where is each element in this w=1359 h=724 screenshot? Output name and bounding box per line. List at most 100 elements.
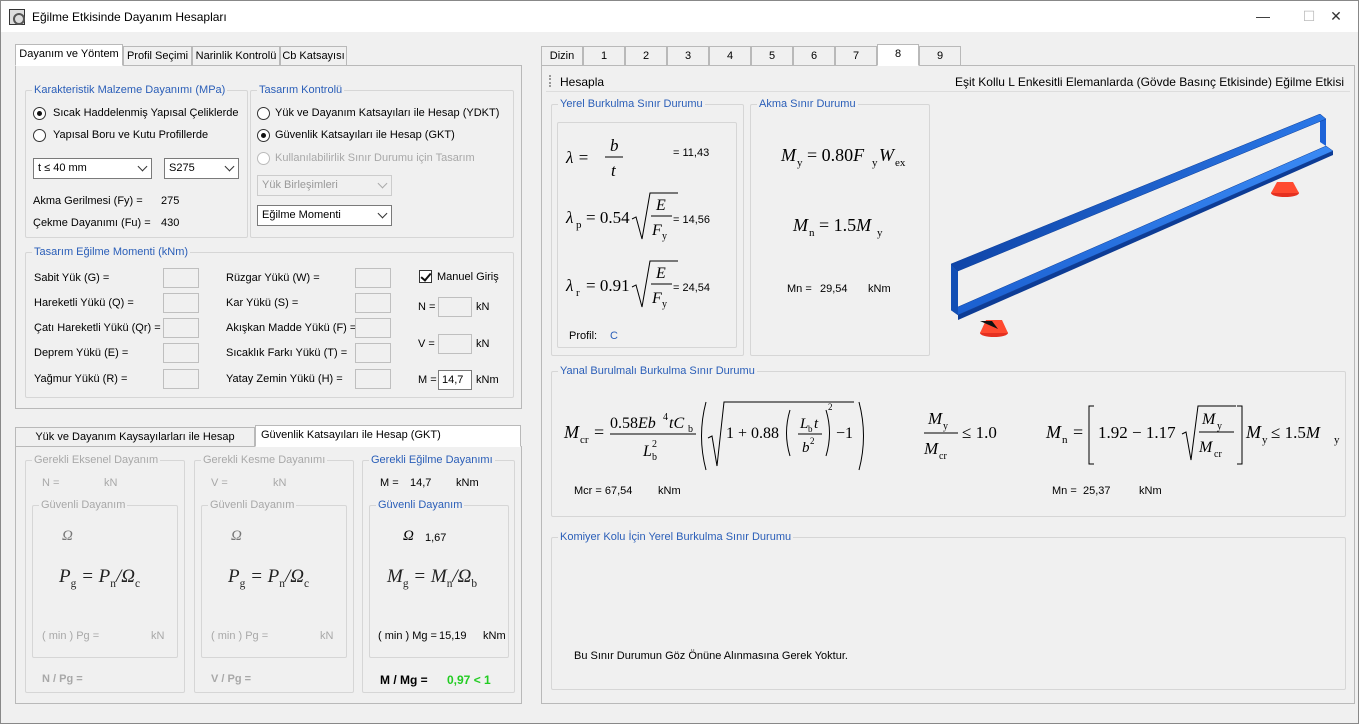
hot-rolled-radio[interactable] [33, 107, 46, 120]
load-combination-select[interactable]: Yük Birleşimleri [257, 175, 392, 196]
tab-ydkt[interactable]: Yük ve Dayanım Kaysayılarları ile Hesap … [15, 427, 255, 461]
design-moment-group: Tasarım Eğilme Momenti (kNm) Sabit Yük (… [25, 246, 514, 398]
bending-formula-lhs-sub: g [402, 577, 409, 590]
tab-profil-secimi[interactable]: Profil Seçimi [123, 46, 192, 66]
maximize-button[interactable]: ☐ [1302, 8, 1316, 24]
svg-text:cr: cr [1214, 449, 1222, 460]
my-formula: M y = 0.80F y W ex [780, 145, 906, 169]
tab-dayanim-yontem[interactable]: Dayanım ve Yöntem [15, 44, 123, 66]
n-label: N = [418, 301, 436, 313]
axial-formula-rhs: P [98, 566, 111, 587]
yield-mn-label: Mn = [787, 283, 812, 295]
tube-profile-label: Yapısal Boru ve Kutu Profillerde [53, 129, 209, 141]
material-group: Karakteristik Malzeme Dayanımı (MPa) Sıc… [25, 84, 248, 238]
close-button[interactable]: ✕ [1330, 8, 1342, 24]
svg-text:t: t [611, 161, 617, 180]
svg-text:M: M [780, 145, 797, 165]
snow-load-input[interactable] [355, 293, 391, 313]
live-load-input[interactable] [163, 293, 199, 313]
svg-text:2: 2 [828, 402, 833, 412]
lambda-r-formula: λ r = 0.91 E F y [565, 260, 678, 310]
bending-min-unit: kNm [483, 630, 506, 642]
svg-text:n: n [809, 227, 815, 239]
m-label: M = [418, 374, 437, 386]
calculate-button[interactable]: Hesapla [560, 75, 605, 89]
svg-text:L: L [799, 416, 808, 432]
roof-live-load-input[interactable] [163, 318, 199, 338]
earthquake-load-input[interactable] [163, 343, 199, 363]
title-bar: Eğilme Etkisinde Dayanım Hesapları — ☐ ✕ [1, 1, 1358, 32]
svg-text:y: y [872, 157, 878, 169]
live-load-label: Hareketli Yükü (Q) = [34, 297, 134, 309]
yield-eq2: = 1.5 [819, 215, 856, 235]
beam-3d-illustration [950, 114, 1334, 337]
minimize-button[interactable]: — [1256, 8, 1270, 24]
grade-select[interactable]: S275 [164, 158, 239, 179]
manual-entry-checkbox[interactable] [419, 270, 432, 283]
m-unit: kNm [476, 374, 499, 386]
design-control-title: Tasarım Kontrolü [257, 84, 345, 96]
chevron-down-icon [137, 161, 148, 172]
tab-1[interactable]: 1 [583, 46, 625, 66]
bending-safe-group: Güvenli Dayanım Ω 1,67 Mg = Mn/Ωb ( min … [369, 499, 509, 658]
fluid-load-input[interactable] [355, 318, 391, 338]
svg-text:M: M [1201, 411, 1217, 428]
dead-load-input[interactable] [163, 268, 199, 288]
app-icon [9, 9, 25, 25]
v-label: V = [418, 338, 435, 350]
support-cone-right [1271, 182, 1299, 197]
shear-formula: Pg = Pn/Ωc [228, 566, 310, 590]
n-input[interactable] [438, 297, 472, 317]
svg-text:M: M [563, 422, 580, 442]
left-bottom-panel: Gerekli Eksenel Dayanım N = kN Güvenli D… [15, 446, 522, 704]
axial-formula-omega: Ω [121, 566, 135, 587]
rain-load-input[interactable] [163, 369, 199, 389]
tab-6[interactable]: 6 [793, 46, 835, 66]
tab-4[interactable]: 4 [709, 46, 751, 66]
tab-3[interactable]: 3 [667, 46, 709, 66]
tube-profile-radio[interactable] [33, 129, 46, 142]
svg-text:y: y [1262, 434, 1268, 446]
local-buckling-title: Yerel Burkulma Sınır Durumu [558, 98, 705, 110]
grade-value: S275 [169, 162, 195, 174]
v-input[interactable] [438, 334, 472, 354]
svg-text:F: F [651, 222, 662, 239]
m-input[interactable]: 14,7 [438, 370, 472, 390]
svg-text:y: y [662, 299, 667, 310]
toolbar: Hesapla Eşit Kollu L Enkesitli Elemanlar… [546, 70, 1350, 92]
n-unit: kN [476, 301, 490, 313]
svg-text:M: M [1198, 439, 1214, 456]
serviceability-radio[interactable] [257, 152, 270, 165]
tab-cb-katsayisi[interactable]: Cb Katsayısı [280, 46, 347, 66]
tab-7[interactable]: 7 [835, 46, 877, 66]
soil-load-input[interactable] [355, 369, 391, 389]
ltb-mn-unit: kNm [1139, 485, 1162, 497]
load-combination-value: Yük Birleşimleri [262, 179, 338, 191]
shear-formula-lhs-sub: g [239, 577, 246, 590]
svg-text:y: y [662, 231, 667, 242]
tab-5[interactable]: 5 [751, 46, 793, 66]
ydkt-radio[interactable] [257, 107, 270, 120]
toolbar-heading: Eşit Kollu L Enkesitli Elemanlarda (Gövd… [954, 75, 1344, 89]
my-mcr-ratio: M y M cr ≤ 1.0 [923, 409, 997, 462]
tab-gkt[interactable]: Güvenlik Katsayıları ile Hesap (GKT) [255, 425, 521, 447]
svg-text:b: b [802, 440, 810, 456]
effect-select[interactable]: Eğilme Momenti [257, 205, 392, 226]
wind-load-input[interactable] [355, 268, 391, 288]
svg-text:M: M [1245, 422, 1262, 442]
tab-narinlik-kontrolu[interactable]: Narinlik Kontrolü [192, 46, 280, 66]
thickness-select[interactable]: t ≤ 40 mm [33, 158, 152, 179]
gkt-radio[interactable] [257, 129, 270, 142]
tab-2[interactable]: 2 [625, 46, 667, 66]
temperature-load-input[interactable] [355, 343, 391, 363]
svg-text:tC: tC [669, 415, 684, 432]
bending-m-label: M = [380, 477, 399, 489]
tab-9[interactable]: 9 [919, 46, 961, 66]
tab-dizin[interactable]: Dizin [541, 46, 583, 66]
bending-ratio-value: 0,97 < 1 [447, 673, 491, 687]
tab-8[interactable]: 8 [877, 44, 919, 66]
profile-label: Profil: [569, 330, 598, 342]
lambda-formula: λ = b t [565, 136, 623, 180]
stem-buckling-title: Komiyer Kolu İçin Yerel Burkulma Sınır D… [558, 531, 794, 543]
